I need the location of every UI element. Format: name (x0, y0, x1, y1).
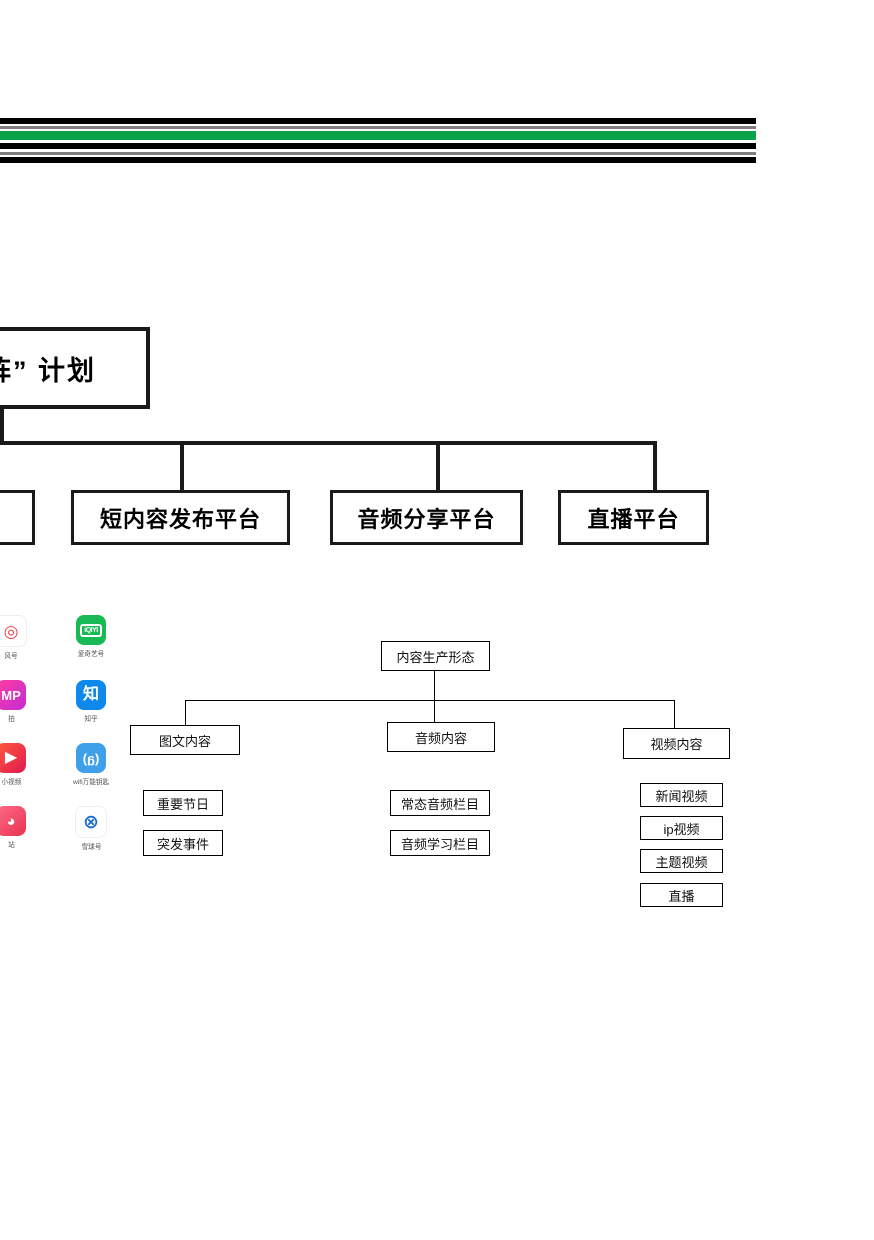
org-chart-title-box: 阵” 计划 (0, 327, 150, 409)
platform-box-0: 台 (0, 490, 35, 545)
meipai-icon: MP (0, 680, 26, 710)
rule-gap-3 (0, 140, 756, 143)
rule-black-bottom (0, 157, 756, 163)
app-icon-grid: ◎ 风号 iQIYI 爱奇艺号 MP 拍 知 知乎 ▶ 小视频 (ᵷ) wifi… (0, 615, 118, 871)
tree-leaf-regular-audio-column: 常态音频栏目 (390, 790, 490, 816)
org-connector-horizontal-bar (0, 441, 657, 445)
app-cell-meipai[interactable]: MP 拍 (0, 680, 34, 724)
tree-leaf-label: 新闻视频 (655, 788, 708, 804)
zhihu-icon: 知 (76, 680, 106, 710)
xiaoshipin-icon: ▶ (0, 743, 26, 773)
rule-gray (0, 126, 756, 129)
tree-leaf-breaking-event: 突发事件 (143, 830, 223, 856)
app-label-dafeng: 风号 (4, 653, 18, 660)
tree-leaf-theme-video: 主题视频 (640, 849, 723, 873)
tree-connector-horizontal (185, 700, 675, 701)
tree-leaf-label: 直播 (668, 888, 695, 904)
app-label-iqiyi: 爱奇艺号 (77, 651, 105, 658)
app-cell-xiaoshipin[interactable]: ▶ 小视频 (0, 743, 34, 787)
app-label-zhihu: 知乎 (84, 716, 98, 723)
app-label-wifi-key: wifi万能钥匙 (72, 779, 110, 786)
app-icon-row: MP 拍 知 知乎 (0, 680, 118, 724)
tree-leaf-label: 突发事件 (156, 836, 209, 852)
platform-label-1: 短内容发布平台 (99, 506, 261, 532)
app-cell-wifi-key[interactable]: (ᵷ) wifi万能钥匙 (68, 743, 114, 787)
iqiyi-icon: iQIYI (76, 615, 106, 645)
tree-node-graphic-content: 图文内容 (130, 725, 240, 755)
org-chart: 阵” 计划 台 短内容发布平台 音频分享平台 直播平台 (0, 0, 760, 560)
tree-leaf-audio-learning-column: 音频学习栏目 (390, 830, 490, 856)
app-icon-row: ◕ 站 ⊗ 雪球号 (0, 806, 118, 852)
rule-gap-5 (0, 155, 756, 157)
org-connector-drop-3 (653, 441, 657, 491)
platform-box-audio-share: 音频分享平台 (330, 490, 523, 545)
tree-root-box: 内容生产形态 (381, 641, 490, 671)
tree-leaf-label: ip视频 (663, 821, 700, 837)
app-label-meipai: 拍 (7, 716, 15, 723)
app-cell-bilibili[interactable]: ◕ 站 (0, 806, 34, 852)
wifi-key-icon: (ᵷ) (76, 743, 106, 773)
rule-gray-2 (0, 152, 756, 155)
platform-label-2: 音频分享平台 (357, 506, 496, 532)
app-icon-row: ◎ 风号 iQIYI 爱奇艺号 (0, 615, 118, 661)
org-chart-title: 阵” 计划 (0, 355, 96, 386)
tree-node-video-content: 视频内容 (623, 728, 730, 759)
dafeng-icon: ◎ (0, 615, 27, 647)
tree-leaf-news-video: 新闻视频 (640, 783, 723, 807)
app-icon-row: ▶ 小视频 (ᵷ) wifi万能钥匙 (0, 743, 118, 787)
rule-black-top (0, 118, 756, 124)
platform-box-short-content: 短内容发布平台 (71, 490, 290, 545)
tree-label-video-content: 视频内容 (650, 737, 703, 752)
app-cell-zhihu[interactable]: 知 知乎 (68, 680, 114, 724)
org-connector-title-stem (0, 409, 4, 445)
tree-label-graphic-content: 图文内容 (158, 733, 211, 749)
bilibili-icon: ◕ (0, 806, 26, 836)
app-label-xueqiu: 雪球号 (81, 844, 101, 851)
tree-node-audio-content: 音频内容 (387, 722, 495, 752)
rule-black-mid (0, 143, 756, 149)
tree-leaf-live-stream: 直播 (640, 883, 723, 907)
app-label-xiaoshipin: 小视频 (1, 779, 21, 786)
app-label-bilibili: 站 (7, 842, 15, 849)
app-cell-xueqiu[interactable]: ⊗ 雪球号 (68, 806, 114, 852)
tree-leaf-label: 常态音频栏目 (400, 796, 479, 812)
tree-leaf-label: 重要节日 (156, 796, 209, 812)
platform-box-live-stream: 直播平台 (558, 490, 709, 545)
tree-root-label: 内容生产形态 (396, 649, 475, 665)
header-rule-band (0, 118, 756, 163)
tree-leaf-label: 主题视频 (655, 854, 708, 870)
tree-leaf-ip-video: ip视频 (640, 816, 723, 840)
platform-label-3: 直播平台 (587, 506, 680, 532)
tree-connector-drop-left (185, 700, 186, 725)
rule-gap-2 (0, 129, 756, 131)
tree-label-audio-content: 音频内容 (414, 730, 467, 746)
tree-leaf-important-festival: 重要节日 (143, 790, 223, 816)
tree-connector-drop-right (674, 700, 675, 728)
rule-gap-4 (0, 149, 756, 152)
xueqiu-icon: ⊗ (75, 806, 107, 838)
org-connector-drop-1 (180, 441, 184, 491)
tree-leaf-label: 音频学习栏目 (400, 836, 479, 852)
app-cell-dafeng[interactable]: ◎ 风号 (0, 615, 34, 661)
rule-green (0, 131, 756, 140)
app-cell-iqiyi[interactable]: iQIYI 爱奇艺号 (68, 615, 114, 661)
rule-gap-1 (0, 124, 756, 126)
org-connector-drop-2 (436, 441, 440, 491)
